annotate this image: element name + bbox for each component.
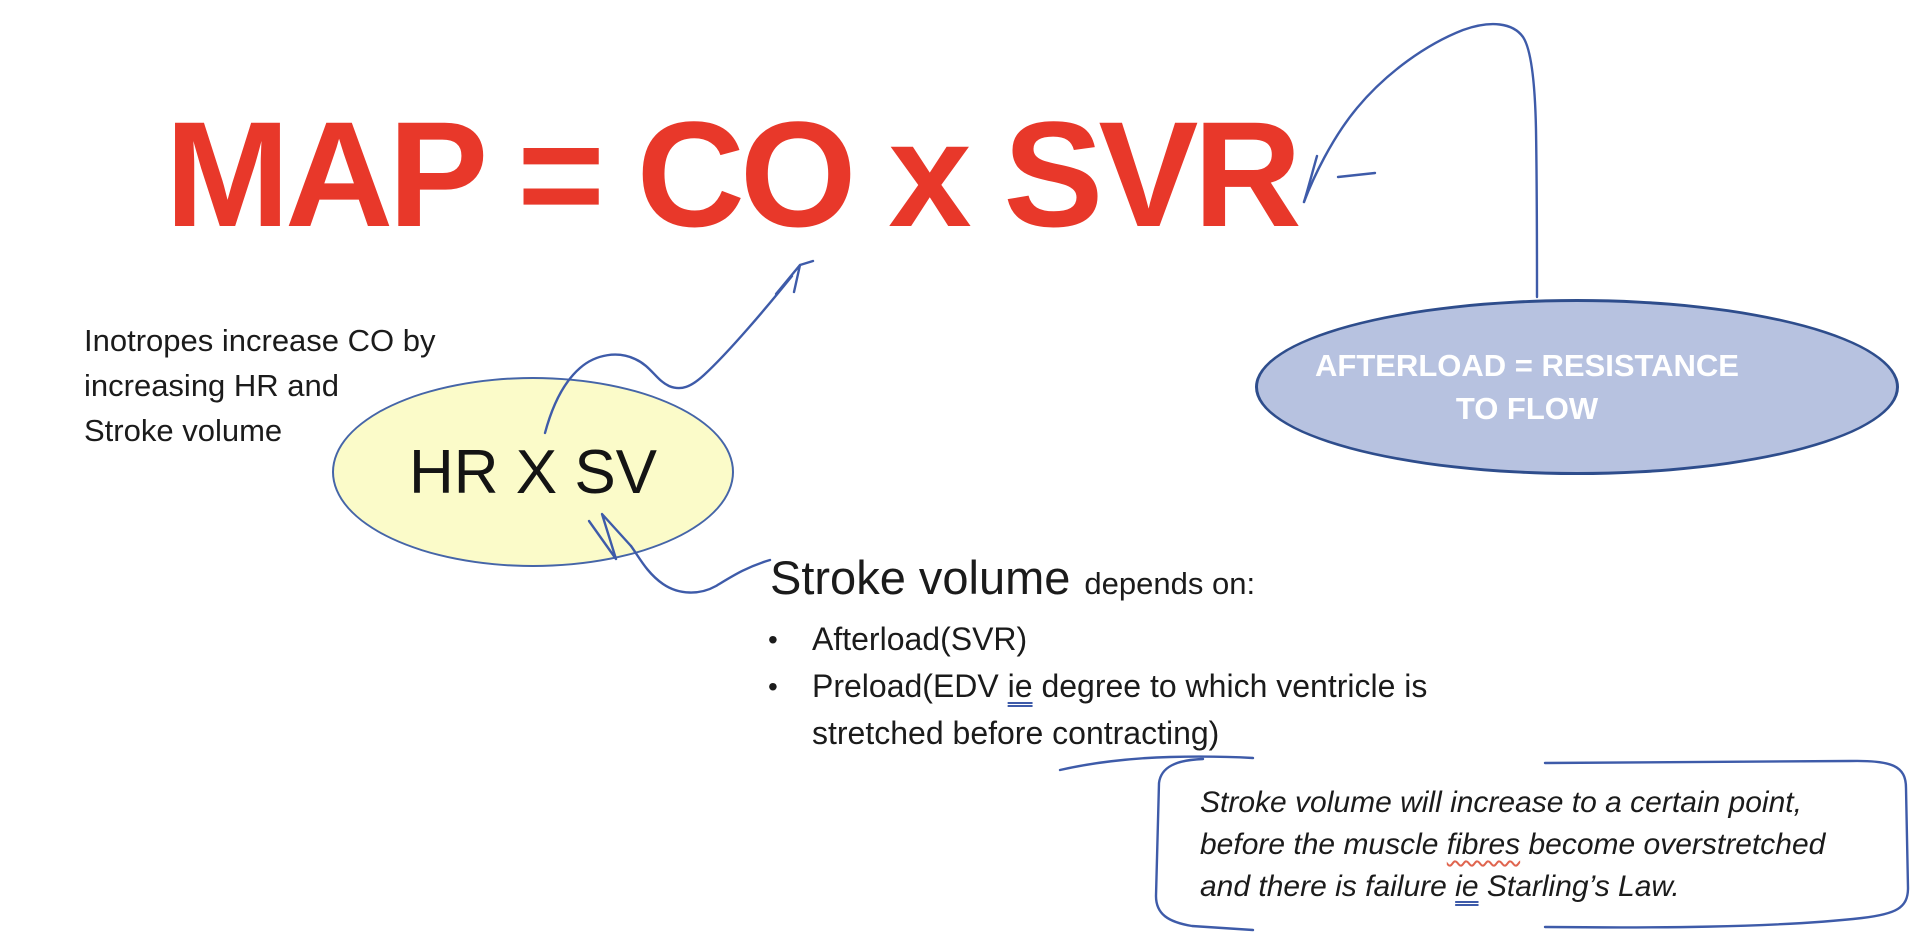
bullet-afterload: • Afterload(SVR) (768, 616, 1427, 663)
starling-note-text: Stroke volume will increase to a certain… (1200, 782, 1910, 908)
stroke-volume-heading-rest: depends on: (1084, 566, 1256, 601)
bullet-preload-text: Preload(EDV ie degree to which ventricle… (812, 663, 1427, 710)
bullet-afterload-text: Afterload(SVR) (812, 621, 1028, 657)
bullet-marker: • (768, 671, 778, 702)
starling-line3-ie: ie (1455, 870, 1479, 903)
afterload-label-line1: AFTERLOAD = RESISTANCE (1315, 348, 1739, 383)
stroke-volume-bullet-list: • Afterload(SVR) • Preload(EDV ie degree… (768, 616, 1427, 757)
stroke-volume-heading-main: Stroke volume (770, 551, 1071, 604)
starling-line3-post: Starling’s Law. (1478, 870, 1680, 903)
bullet-preload-continuation: stretched before contracting) (812, 715, 1220, 751)
starling-line2-pre: before the muscle (1200, 828, 1447, 861)
arrow-to-svr-head (1302, 154, 1377, 204)
bullet-preload-ie: ie (1007, 668, 1033, 704)
afterload-label-line2: TO FLOW (1455, 391, 1599, 426)
bullet-marker: • (768, 624, 778, 655)
hr-sv-label: HR X SV (408, 437, 658, 507)
inotropes-note: Inotropes increase CO by increasing HR a… (84, 323, 436, 448)
arrow-to-stroke-volume (629, 544, 772, 594)
bullet-preload-post: degree to which ventricle is (1032, 668, 1428, 704)
starling-line3-pre: and there is failure (1200, 870, 1456, 903)
hr-sv-ellipse: HR X SV (332, 377, 734, 567)
bullet-preload: • Preload(EDV ie degree to which ventric… (768, 663, 1427, 710)
afterload-ellipse: AFTERLOAD = RESISTANCE TO FLOW (1255, 299, 1899, 475)
page-title: MAP = CO x SVR (165, 90, 1302, 258)
starling-line2-fibres: fibres (1446, 828, 1521, 861)
arrow-to-svr (1302, 22, 1539, 299)
starling-line2-post: become overstretched (1520, 828, 1826, 861)
bullet-preload-pre: Preload(EDV (812, 668, 1008, 704)
starling-line1: Stroke volume will increase to a certain… (1200, 786, 1802, 819)
stroke-volume-heading: Stroke volume depends on: (770, 550, 1255, 605)
arrow-to-co-head (774, 259, 815, 296)
starling-line3: and there is failure ie Starling’s Law. (1200, 866, 1910, 908)
starling-line2: before the muscle fibres become overstre… (1200, 824, 1910, 866)
